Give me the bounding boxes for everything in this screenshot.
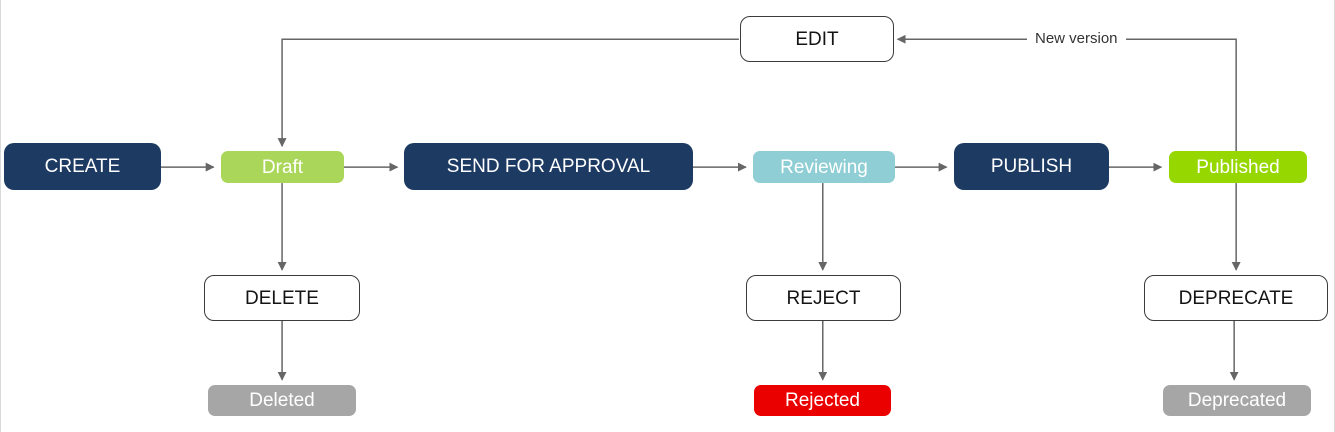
node-publish-label: PUBLISH — [990, 156, 1073, 177]
node-deprecated-label: Deprecated — [1187, 390, 1287, 411]
node-reviewing-label: Reviewing — [780, 156, 868, 178]
node-rejected-label: Rejected — [785, 390, 860, 411]
node-edit-label: EDIT — [795, 28, 839, 50]
node-delete-label: DELETE — [245, 287, 319, 309]
node-delete[interactable]: DELETE — [204, 275, 360, 321]
node-publish[interactable]: PUBLISH — [954, 143, 1109, 190]
node-send-for-approval-label: SEND FOR APPROVAL — [446, 156, 651, 177]
edge-label-new-version: New version — [1027, 28, 1126, 49]
node-deprecate[interactable]: DEPRECATE — [1144, 275, 1328, 321]
node-edit[interactable]: EDIT — [740, 16, 894, 62]
node-draft-label: Draft — [261, 156, 304, 178]
node-send-for-approval[interactable]: SEND FOR APPROVAL — [404, 143, 693, 190]
node-create[interactable]: CREATE — [4, 143, 161, 190]
edge-published-to-edit — [896, 34, 1237, 152]
node-reviewing[interactable]: Reviewing — [753, 151, 895, 183]
edge-edit-to-draft — [277, 38, 739, 148]
node-deleted[interactable]: Deleted — [208, 385, 356, 416]
node-deprecate-label: DEPRECATE — [1178, 287, 1294, 309]
node-reject-label: REJECT — [786, 287, 861, 309]
node-published-label: Published — [1196, 156, 1280, 178]
edge-label-new-version-text: New version — [1035, 30, 1118, 47]
node-reject[interactable]: REJECT — [746, 275, 901, 321]
node-rejected[interactable]: Rejected — [754, 385, 891, 416]
node-deleted-label: Deleted — [249, 390, 315, 411]
node-published[interactable]: Published — [1169, 151, 1307, 183]
node-create-label: CREATE — [44, 156, 121, 177]
node-draft[interactable]: Draft — [221, 151, 344, 183]
node-deprecated[interactable]: Deprecated — [1163, 385, 1311, 416]
